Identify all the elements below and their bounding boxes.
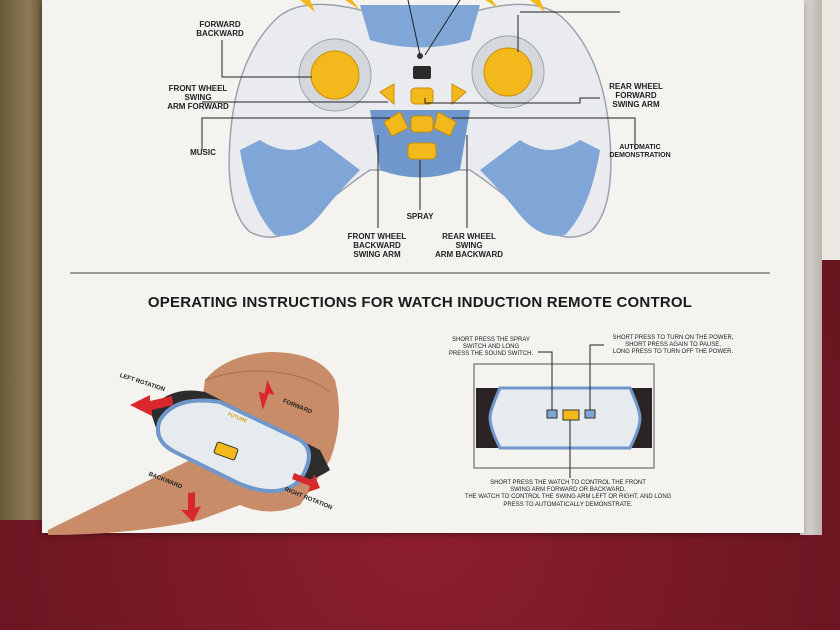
arrow-forward	[258, 379, 275, 411]
center-mid-button	[410, 115, 434, 133]
label-spray: SPRAY	[406, 212, 434, 221]
front-wheel-forward-button	[379, 83, 395, 106]
arrow-backward	[181, 492, 201, 522]
left-joystick	[310, 50, 360, 100]
spray-button	[407, 142, 437, 160]
box-right-edge	[800, 0, 822, 535]
arrow-left-rotation	[130, 395, 173, 416]
note-spray: SHORT PRESS THE SPRAY SWITCH AND LONG PR…	[448, 337, 534, 358]
rear-wheel-forward-button	[451, 83, 467, 106]
note-control: SHORT PRESS THE WATCH TO CONTROL THE FRO…	[464, 480, 672, 508]
note-power: SHORT PRESS TO TURN ON THE POWER, SHORT …	[612, 335, 734, 356]
label-music: MUSIC	[190, 148, 216, 157]
label-forward-backward: FORWARD BACKWARD	[196, 20, 244, 39]
label-rear-wheel-forward-swing-arm: REAR WHEEL FORWARD SWING ARM	[609, 82, 663, 110]
watch-display	[213, 441, 239, 461]
label-rear-wheel-swing-arm-backward: REAR WHEEL SWING ARM BACKWARD	[435, 232, 503, 260]
music-button	[383, 111, 409, 137]
section-title: OPERATING INSTRUCTIONS FOR WATCH INDUCTI…	[147, 294, 693, 311]
watch-diagram-right-button	[584, 409, 596, 419]
right-joystick	[483, 47, 533, 97]
box-side-edge	[0, 0, 48, 520]
demo-button	[433, 111, 457, 137]
label-front-wheel-swing-arm-forward: FRONT WHEEL SWING ARM FORWARD	[167, 84, 229, 112]
controller-right-grip	[480, 140, 600, 236]
watch-diagram-frame	[473, 363, 655, 469]
arrow-right-rotation	[292, 473, 320, 492]
controller-left-grip	[240, 140, 360, 236]
label-front-wheel-backward-swing-arm: FRONT WHEEL BACKWARD SWING ARM	[347, 232, 407, 260]
section-divider	[70, 272, 770, 274]
label-automatic-demonstration: AUTOMATIC DEMONSTRATION	[609, 144, 671, 160]
watch-diagram-display	[562, 409, 580, 421]
center-top-button	[410, 87, 434, 105]
watch-diagram-left-button	[546, 409, 558, 419]
